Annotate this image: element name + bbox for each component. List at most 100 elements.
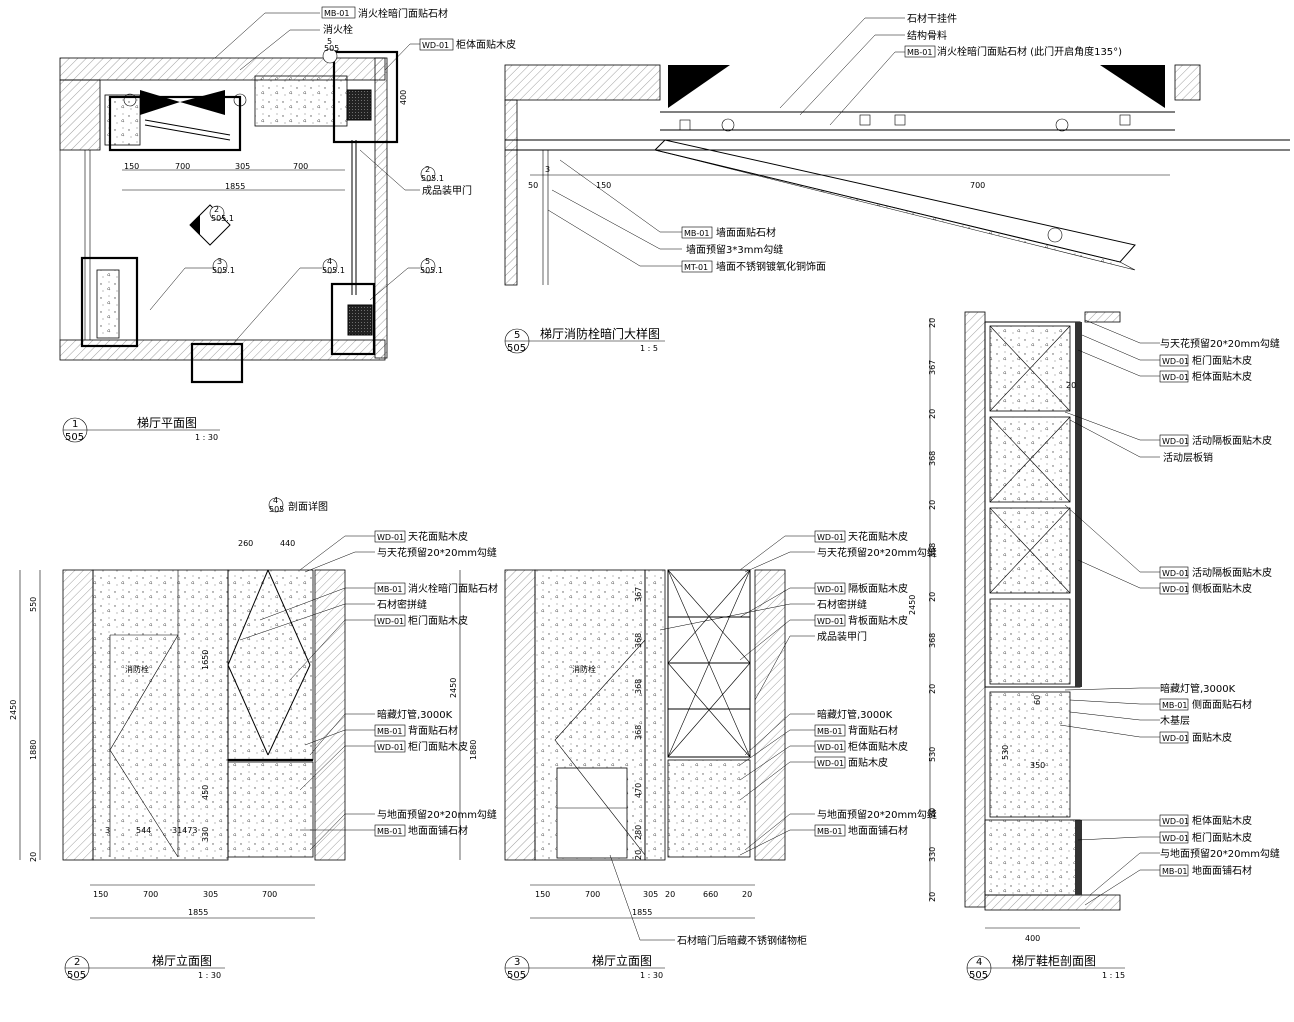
sec4-title-sheet: 505	[969, 970, 988, 981]
elev3-dim-20: 20	[634, 850, 643, 860]
plan-label-wd01-body: 柜体面贴木皮	[456, 38, 516, 51]
sec4-dim-20a: 20	[928, 318, 937, 328]
plan-scale: 1 : 30	[195, 433, 218, 442]
elev2-title: 梯厅立面图	[152, 953, 212, 968]
sec4-label-shelf2: 活动隔板面贴木皮	[1192, 566, 1272, 579]
sec4-dim-20b: 20	[928, 409, 937, 419]
sec4-label-door2: 柜门面贴木皮	[1192, 831, 1252, 844]
elev2-scale: 1 : 30	[198, 971, 221, 980]
detail5-label-metal: 墙面不锈钢镀氧化铜饰面	[716, 260, 826, 273]
elev2-title-sheet: 505	[67, 970, 86, 981]
sec4-dim-20g: 20	[928, 892, 937, 902]
sec4-dim-400: 400	[1025, 934, 1040, 943]
plan-ref-5051-d: 505.1	[420, 266, 443, 275]
plan-ref-5051-a: 505.1	[421, 174, 444, 183]
plan-callout-cabinet	[332, 50, 399, 144]
elev3-dim-1880: 1880	[469, 740, 478, 760]
elevation3-view: 消防栓 2450 1880 367 368 368 368 470 280 20…	[449, 530, 937, 981]
plan-tag-wd01: WD-01	[422, 41, 449, 50]
sec4-label-floor-gap: 与地面预留20*20mm勾缝	[1160, 847, 1280, 860]
sec4-dim-20d: 20	[928, 592, 937, 602]
elev3-tag-wd-a: WD-01	[817, 533, 844, 542]
detail5-label-wall-stone: 墙面面贴石材	[716, 226, 776, 239]
sec4-label-door: 柜门面贴木皮	[1192, 354, 1252, 367]
plan-ref-4: 4	[327, 257, 332, 266]
sec4-dim-530b: 530	[1001, 745, 1010, 760]
detail5-title: 梯厅消防栓暗门大样图	[540, 326, 660, 341]
elev3-dim-305: 305	[643, 890, 658, 899]
detail5-label-gap: 墙面预留3*3mm勾缝	[686, 243, 783, 256]
elev2-label-hydrant: 消防栓	[125, 664, 149, 674]
plan-ref-5-b: 5	[425, 257, 430, 266]
elev3-title-sheet: 505	[507, 970, 526, 981]
elev3-dim-368b: 368	[634, 679, 643, 694]
elev2-dim-2450: 2450	[9, 700, 18, 720]
plan-ref-5051-c: 505.1	[322, 266, 345, 275]
plan-ref-5: 5	[327, 37, 332, 46]
elev2-tag-wd-a: WD-01	[377, 533, 404, 542]
plan-hydrant-symbol	[140, 90, 180, 115]
plan-dim-400: 400	[399, 90, 408, 105]
sec4-label-lamp: 暗藏灯管,3000K	[1160, 682, 1236, 695]
plan-view: 150 700 305 700 1855 400 2 505.1 5 505 2…	[59, 6, 516, 443]
sec4-tag-wd-a: WD-01	[1162, 357, 1189, 366]
elev3-label-ceiling-gap: 与天花预留20*20mm勾缝	[817, 546, 937, 559]
elev3-label-hidden: 石材暗门后暗藏不锈钢储物柜	[677, 934, 807, 947]
elev3-scale: 1 : 30	[640, 971, 663, 980]
plan-counter	[254, 75, 348, 127]
elev3-tag-wd-b: WD-01	[817, 585, 844, 594]
sec4-label-ceiling-gap: 与天花预留20*20mm勾缝	[1160, 337, 1280, 350]
elev3-tag-mb-b: MB-01	[817, 827, 842, 836]
sec4-label-body: 柜体面贴木皮	[1192, 370, 1252, 383]
elev2-label-lamp: 暗藏灯管,3000K	[377, 708, 453, 721]
detail5-title-sheet: 505	[507, 343, 526, 354]
elev3-label-floor-gap: 与地面预留20*20mm勾缝	[817, 808, 937, 821]
sec4-label-pin: 活动层板销	[1163, 451, 1213, 464]
elev2-label-back: 背面贴石材	[408, 724, 458, 737]
sec4-title: 梯厅鞋柜剖面图	[1012, 953, 1096, 968]
plan-label-hydrant: 消火栓	[323, 23, 353, 36]
elev2-tag-mb-c: MB-01	[377, 827, 402, 836]
elev2-label-door-wd2: 柜门面贴木皮	[408, 740, 468, 753]
sec4-dim-20e: 20	[928, 684, 937, 694]
elev3-tag-wd-e: WD-01	[817, 759, 844, 768]
plan-dim-305: 305	[235, 162, 250, 171]
elev2-dim-700b: 700	[262, 890, 277, 899]
sec4-tag-mb-b: MB-01	[1162, 867, 1187, 876]
sec4-label-floor: 地面面铺石材	[1192, 864, 1252, 877]
plan-title: 梯厅平面图	[137, 416, 197, 430]
elev3-label-back: 背板面贴木皮	[848, 614, 908, 627]
plan-ref-2: 2	[425, 165, 430, 174]
elev3-label-joint: 石材密拼缝	[817, 598, 867, 611]
detail5-label-hanger: 石材干挂件	[907, 12, 957, 25]
sec4-title-num: 4	[976, 957, 982, 968]
plan-callout-hydrant	[108, 95, 242, 152]
elev3-dim-2450: 2450	[449, 678, 458, 698]
elev3-label-floor: 地面面铺石材	[848, 824, 908, 837]
elev3-label-back-stone: 背面贴石材	[848, 724, 898, 737]
elev3-dim-20b: 20	[742, 890, 752, 899]
detail5-black-wedge-right	[1100, 65, 1165, 108]
plan-dim-700b: 700	[293, 162, 308, 171]
elev3-dim-280: 280	[634, 825, 643, 840]
plan-right-wall	[374, 57, 388, 359]
sec4-scale: 1 : 15	[1102, 971, 1125, 980]
sec4-label-shelf: 活动隔板面贴木皮	[1192, 434, 1272, 447]
sec4-tag-mb-a: MB-01	[1162, 701, 1187, 710]
elev3-label-finished-door: 成品装甲门	[817, 630, 867, 643]
elev2-dim-550: 550	[29, 597, 38, 612]
elev2-dim-450: 450	[201, 785, 210, 800]
sec4-tag-wd-d: WD-01	[1162, 569, 1189, 578]
elev2-label-door-wd: 柜门面贴木皮	[408, 614, 468, 627]
elev3-dim-660: 660	[703, 890, 718, 899]
elev2-label-floor-gap: 与地面预留20*20mm勾缝	[377, 808, 497, 821]
plan-ref-5051-b: 505.1	[212, 266, 235, 275]
detail5-black-wedge-left	[668, 65, 730, 108]
plan-ref-3: 3	[217, 257, 222, 266]
elev3-label-shelf: 隔板面贴木皮	[848, 582, 908, 595]
elev2-label-ceiling-gap: 与天花预留20*20mm勾缝	[377, 546, 497, 559]
sec4-dim-350: 350	[1030, 761, 1045, 770]
plan-armored-door-frame	[346, 89, 372, 121]
plan-bottom-wall	[59, 339, 386, 361]
detail5-label-door: 消火栓暗门面贴石材 (此门开启角度135°)	[937, 45, 1122, 58]
